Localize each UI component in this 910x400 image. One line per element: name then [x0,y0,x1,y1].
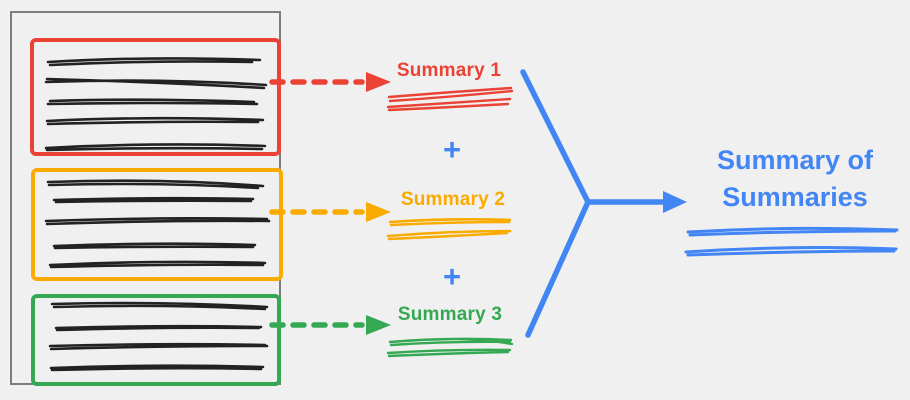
green-dashed-arrow-icon [269,315,391,335]
section-3-text-scribbles [48,301,269,372]
plus-operator-1: + [442,132,462,167]
summary-2-scribble [386,218,512,241]
section-2-text-scribbles [44,179,271,269]
plus-operator-2: + [442,259,462,294]
document-section-1 [30,38,281,156]
document-section-2 [31,168,283,281]
summary-1-scribble [386,86,514,112]
merge-arrow-icon [520,69,687,338]
document-section-3 [31,294,281,386]
orange-dashed-arrow-icon [269,202,391,222]
source-document [10,11,283,386]
summary-1-label: Summary 1 [396,60,502,81]
summary-3-scribble [386,337,514,358]
section-1-text-scribbles [44,57,268,152]
summary-3-label: Summary 3 [397,304,503,325]
result-scribble [684,226,899,257]
summary-2-label: Summary 2 [400,189,506,210]
result-title: Summary of Summaries [716,145,874,212]
